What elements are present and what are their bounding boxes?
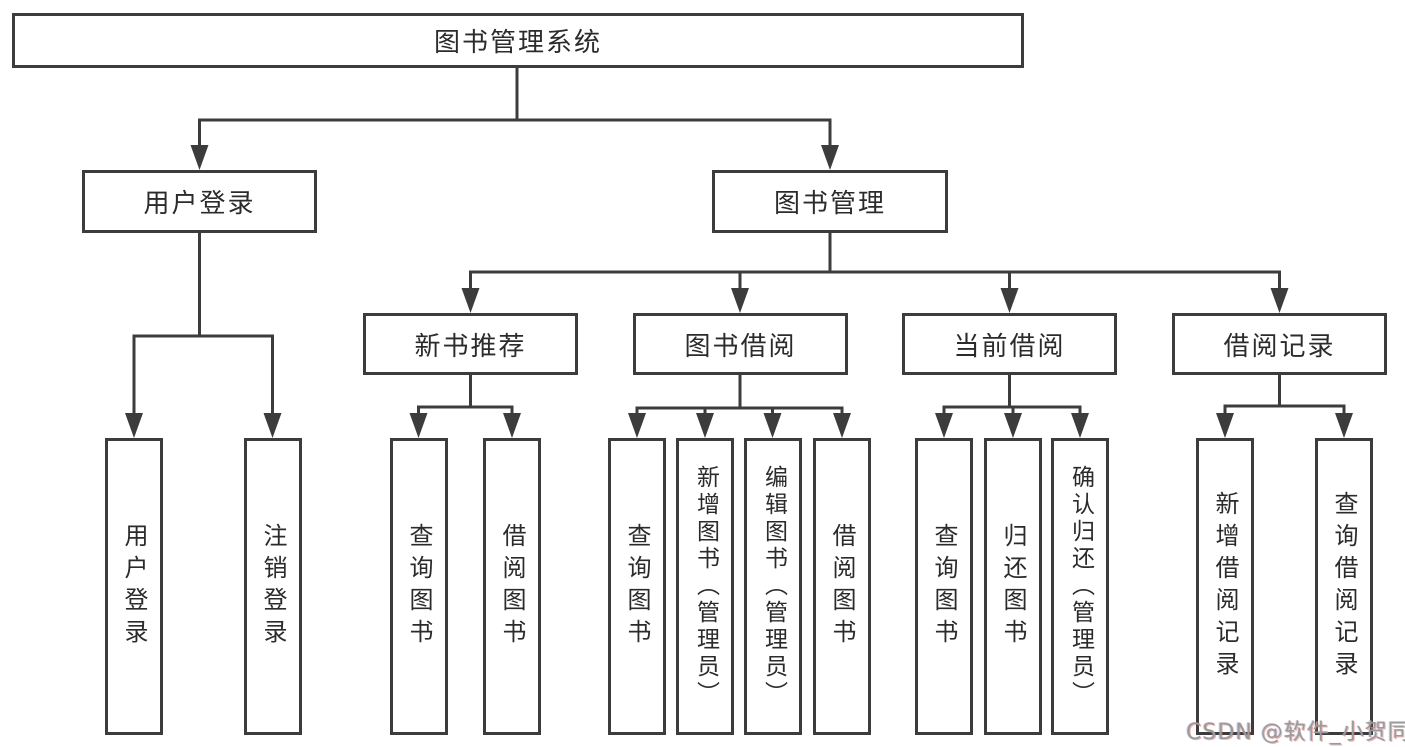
leaf-return-books: 归还图书 [984, 438, 1042, 735]
leaf-logout: 注销登录 [244, 438, 302, 735]
node-new-book-recommendation: 新书推荐 [363, 313, 578, 375]
connector-new-book-recommendation-children [409, 375, 521, 438]
watermark-text: CSDN @软件_小贺同学 [1186, 720, 1405, 745]
node-borrowing-records: 借阅记录 [1172, 313, 1387, 375]
node-book-management: 图书管理 [712, 170, 948, 233]
connector-book-management-children [461, 233, 1289, 313]
node-user-login: 用户登录 [82, 170, 317, 233]
leaf-query-books-recommend: 查询图书 [390, 438, 448, 735]
connector-book-borrowing-children [628, 375, 851, 438]
leaf-edit-books-admin: 编辑图书（管理员） [744, 438, 802, 735]
node-current-borrowing: 当前借阅 [902, 313, 1117, 375]
leaf-confirm-return-admin: 确认归还（管理员） [1051, 438, 1109, 735]
leaf-user-login: 用户登录 [105, 438, 163, 735]
node-library-management-system: 图书管理系统 [12, 13, 1024, 68]
leaf-borrow-books-borrowing: 借阅图书 [813, 438, 871, 735]
connector-current-borrowing-children [935, 375, 1089, 438]
leaf-borrow-books-recommend: 借阅图书 [483, 438, 541, 735]
node-book-borrowing: 图书借阅 [633, 313, 848, 375]
leaf-add-books-admin: 新增图书（管理员） [676, 438, 734, 735]
connector-user-login-children [125, 233, 282, 438]
connector-borrowing-records-children [1216, 375, 1353, 438]
leaf-query-books-borrowing: 查询图书 [608, 438, 666, 735]
leaf-query-books-current: 查询图书 [915, 438, 973, 735]
leaf-add-borrow-record: 新增借阅记录 [1196, 438, 1254, 735]
connector-root-to-level2 [190, 68, 839, 170]
leaf-query-borrow-record: 查询借阅记录 [1315, 438, 1373, 735]
